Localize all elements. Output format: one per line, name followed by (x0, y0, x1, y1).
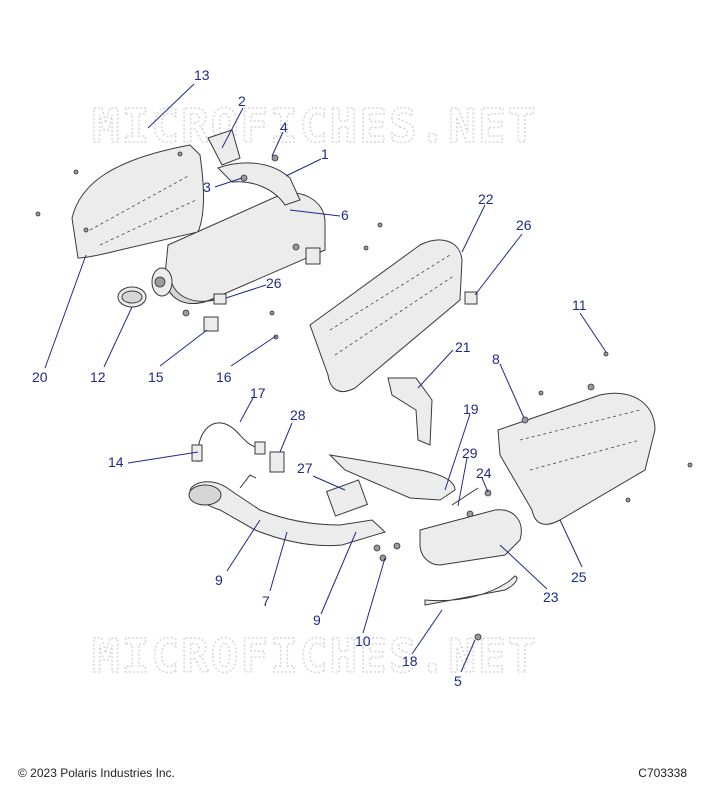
callout-27: 27 (297, 460, 313, 476)
callout-1: 1 (321, 146, 329, 162)
callout-26-right: 26 (516, 217, 532, 233)
callout-19: 19 (463, 401, 479, 417)
callout-14: 14 (108, 454, 124, 470)
gasket (325, 479, 369, 517)
callout-9-left: 9 (215, 572, 223, 588)
callout-3: 3 (203, 179, 211, 195)
callout-16: 16 (216, 369, 232, 385)
watermark-bottom: MICROFICHES.NET (92, 629, 537, 683)
callout-26-left: 26 (266, 275, 282, 291)
callout-10: 10 (355, 633, 371, 649)
bracket (387, 377, 433, 446)
callout-5: 5 (454, 673, 462, 689)
heat-shield-right (497, 351, 693, 525)
callout-4: 4 (280, 119, 288, 135)
callout-11: 11 (572, 297, 587, 313)
callout-25: 25 (571, 569, 587, 585)
nut (484, 489, 492, 497)
oxygen-sensor (191, 422, 266, 463)
callout-8: 8 (492, 351, 500, 367)
callout-15: 15 (148, 369, 164, 385)
callout-17: 17 (250, 385, 266, 401)
clamp (117, 286, 147, 308)
callout-21: 21 (455, 339, 471, 355)
callout-29: 29 (462, 445, 478, 461)
callout-22: 22 (478, 191, 494, 207)
callout-group: 13 2 4 1 3 6 22 26 26 11 20 12 15 16 21 … (32, 67, 607, 689)
callout-24: 24 (476, 465, 492, 481)
head-pipe (188, 474, 401, 562)
isolator-mount (203, 316, 219, 332)
muffler (151, 129, 326, 317)
grommet-right (464, 291, 478, 305)
grommet (213, 293, 227, 305)
figure-id: C703338 (638, 766, 687, 780)
callout-9-right: 9 (313, 612, 321, 628)
callout-6: 6 (341, 207, 349, 223)
callout-23: 23 (543, 589, 559, 605)
cap (269, 451, 285, 473)
stud (451, 487, 479, 506)
callout-28: 28 (290, 407, 306, 423)
watermark-top: MICROFICHES.NET (92, 99, 537, 153)
copyright-notice: © 2023 Polaris Industries Inc. (18, 766, 175, 780)
heat-shield-muffler (35, 144, 205, 259)
skid-guard (328, 454, 456, 501)
callout-18: 18 (402, 653, 418, 669)
callout-2: 2 (238, 93, 246, 109)
callout-20: 20 (32, 369, 48, 385)
callout-13: 13 (194, 67, 210, 83)
lower-guard (424, 575, 518, 606)
muffler-guard (419, 509, 522, 566)
callout-7: 7 (262, 593, 270, 609)
callout-12: 12 (90, 369, 106, 385)
bumper (305, 247, 321, 265)
